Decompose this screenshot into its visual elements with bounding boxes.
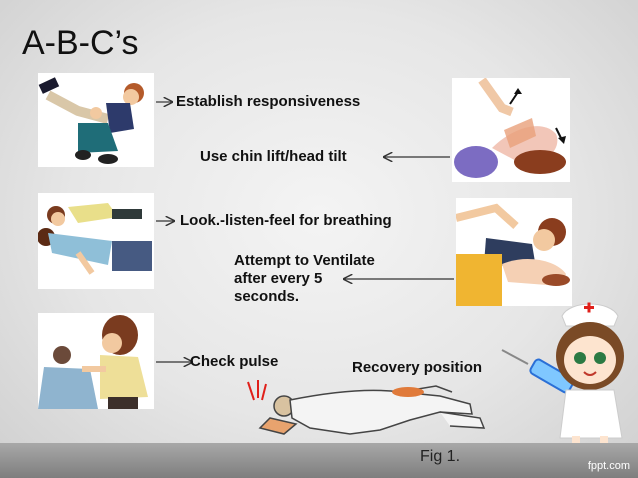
label-recovery-position: Recovery position (352, 359, 483, 376)
label-establish-responsiveness: Establish responsiveness (176, 93, 361, 110)
figure-caption: Fig 1. (420, 448, 461, 465)
illustration-chin-lift (452, 78, 570, 182)
illustration-ventilate (456, 198, 572, 306)
brand-watermark: fppt.com (587, 460, 630, 472)
illustration-check-pulse (38, 313, 154, 409)
illustration-look-listen-feel (38, 193, 154, 289)
slide-title: A-B-C’s (22, 24, 139, 62)
syringe-icon (501, 349, 575, 394)
illustration-recovery-position (240, 378, 495, 450)
label-check-pulse: Check pulse (190, 353, 279, 370)
illustration-responsiveness (38, 73, 154, 167)
label-chin-lift: Use chin lift/head tilt (200, 148, 347, 165)
label-attempt-line-3: seconds. (234, 288, 300, 305)
label-attempt-line-1: Attempt to Ventilate (234, 252, 375, 269)
label-attempt-line-2: after every 5 (234, 270, 323, 287)
label-look-listen-feel: Look.-listen-feel for breathing (180, 212, 392, 229)
bottom-bar (0, 443, 638, 478)
